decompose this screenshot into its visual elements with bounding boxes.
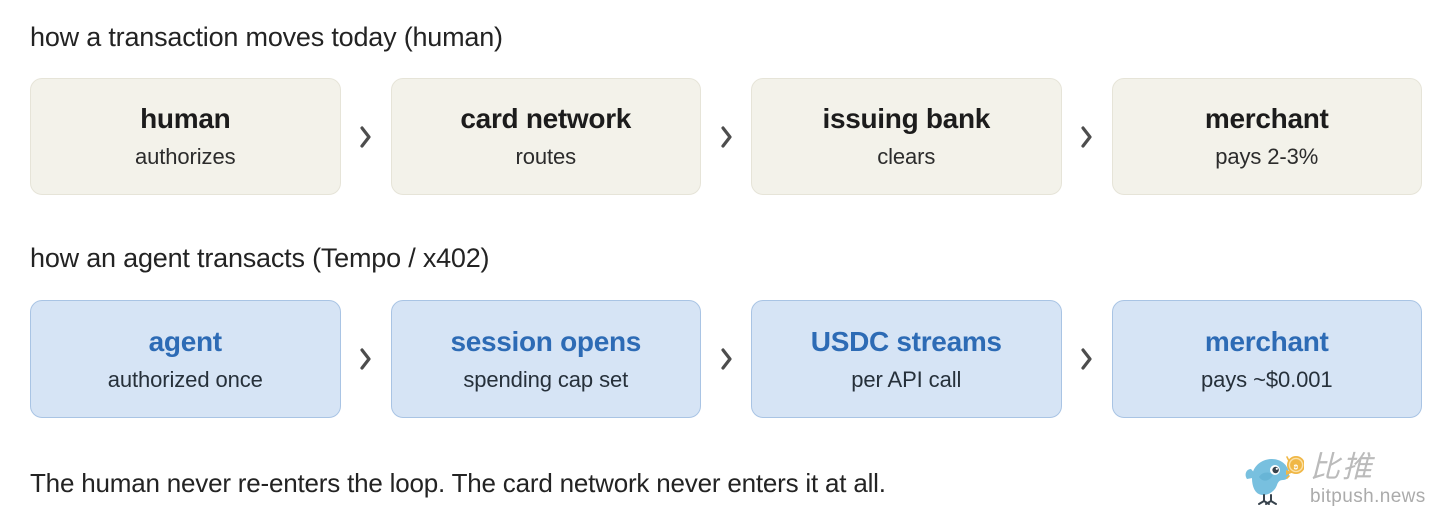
flow-card-agent-4[interactable]: merchant pays ~$0.001 — [1111, 300, 1422, 418]
flow-card-subtitle: authorized once — [107, 366, 263, 392]
flow-card-title: issuing bank — [822, 103, 991, 134]
flow-card-human-1[interactable]: human authorizes — [30, 78, 341, 195]
flow-card-subtitle: spending cap set — [463, 366, 629, 392]
chevron-right-icon — [341, 300, 391, 418]
flow-card-subtitle: pays ~$0.001 — [1200, 366, 1333, 392]
flow-card-title: human — [140, 103, 231, 134]
section-heading-agent: how an agent transacts (Tempo / x402) — [30, 243, 490, 273]
flow-card-human-4[interactable]: merchant pays 2-3% — [1111, 78, 1422, 195]
svg-text:ʚ: ʚ — [1293, 461, 1298, 473]
flow-card-title: agent — [148, 325, 222, 357]
flow-card-subtitle: routes — [515, 144, 577, 169]
bitcoin-coin-icon: ʚ — [1287, 456, 1305, 474]
flow-card-title: session opens — [450, 325, 642, 357]
watermark-url: bitpush.news — [1310, 485, 1426, 507]
flow-card-subtitle: authorizes — [134, 144, 236, 169]
chevron-right-icon — [1062, 78, 1112, 195]
flow-card-subtitle: clears — [877, 144, 936, 169]
flow-card-subtitle: pays 2-3% — [1215, 144, 1319, 169]
chevron-right-icon — [701, 300, 751, 418]
flow-card-agent-3[interactable]: USDC streams per API call — [751, 300, 1062, 418]
watermark-text: 比推 bitpush.news — [1310, 449, 1426, 507]
flow-card-agent-2[interactable]: session opens spending cap set — [390, 300, 701, 418]
chevron-right-icon — [1062, 300, 1112, 418]
chevron-right-icon — [701, 78, 751, 195]
flow-card-title: merchant — [1204, 325, 1329, 357]
flow-card-subtitle: per API call — [851, 366, 962, 392]
flow-card-title: USDC streams — [810, 325, 1002, 357]
bird-icon: ʚ — [1242, 451, 1305, 507]
flow-row-agent: agent authorized once session opens spen… — [30, 300, 1422, 418]
watermark-brand-cn: 比推 — [1310, 449, 1374, 485]
flow-card-title: card network — [460, 103, 632, 134]
section-heading-human: how a transaction moves today (human) — [30, 22, 503, 52]
flow-card-title: merchant — [1204, 103, 1329, 134]
footer-note: The human never re-enters the loop. The … — [30, 468, 886, 498]
flow-card-human-3[interactable]: issuing bank clears — [751, 78, 1062, 195]
flow-card-human-2[interactable]: card network routes — [390, 78, 701, 195]
watermark: ʚ 比推 bitpush.news — [1242, 448, 1442, 510]
flow-card-agent-1[interactable]: agent authorized once — [30, 300, 341, 418]
flow-row-human: human authorizes card network routes iss… — [30, 78, 1422, 195]
chevron-right-icon — [341, 78, 391, 195]
